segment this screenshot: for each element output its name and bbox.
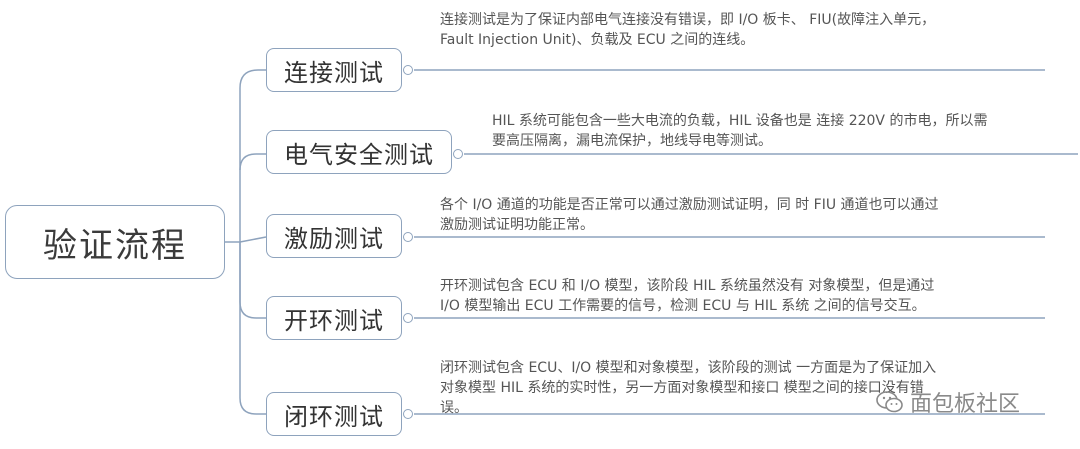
description-line: I/O 模型输出 ECU 工作需要的信号，检测 ECU 与 HIL 系统 之间的… bbox=[440, 298, 926, 314]
node-stimulus-test[interactable]: 激励测试 bbox=[266, 214, 402, 258]
description-line: 激励测试证明功能正常。 bbox=[440, 217, 594, 233]
description-line: 对象模型 HIL 系统的实时性，另一方面对象模型和接口 模型之间的接口没有错 bbox=[440, 380, 924, 396]
root-node[interactable]: 验证流程 bbox=[5, 205, 225, 279]
description-line: 开环测试包含 ECU 和 I/O 模型，该阶段 HIL 系统虽然没有 对象模型，… bbox=[440, 278, 935, 294]
description-open-loop-test: 开环测试包含 ECU 和 I/O 模型，该阶段 HIL 系统虽然没有 对象模型，… bbox=[440, 276, 934, 316]
watermark: 面包板社区 bbox=[876, 386, 1020, 418]
watermark-text: 面包板社区 bbox=[910, 392, 1021, 417]
description-line: Fault Injection Unit)、负载及 ECU 之间的连线。 bbox=[440, 32, 755, 48]
node-open-loop-test[interactable]: 开环测试 bbox=[266, 296, 402, 340]
description-line: HIL 系统可能包含一些大电流的负载，HIL 设备也是 连接 220V 的市电，… bbox=[492, 113, 988, 129]
collapse-handle[interactable] bbox=[403, 232, 413, 242]
description-electrical-safety-test: HIL 系统可能包含一些大电流的负载，HIL 设备也是 连接 220V 的市电，… bbox=[492, 111, 987, 151]
collapse-handle[interactable] bbox=[403, 313, 413, 323]
collapse-handle[interactable] bbox=[453, 149, 463, 159]
node-connection-test[interactable]: 连接测试 bbox=[266, 48, 402, 92]
description-line: 误。 bbox=[440, 400, 468, 416]
collapse-handle[interactable] bbox=[403, 409, 413, 419]
description-line: 各个 I/O 通道的功能是否正常可以通过激励测试证明，同 时 FIU 通道也可以… bbox=[440, 197, 939, 213]
description-line: 闭环测试包含 ECU、I/O 模型和对象模型，该阶段的测试 一方面是为了保证加入 bbox=[440, 360, 937, 376]
collapse-handle[interactable] bbox=[403, 65, 413, 75]
description-stimulus-test: 各个 I/O 通道的功能是否正常可以通过激励测试证明，同 时 FIU 通道也可以… bbox=[440, 195, 939, 235]
description-line: 要高压隔离，漏电流保护，地线导电等测试。 bbox=[492, 133, 772, 149]
description-connection-test: 连接测试是为了保证内部电气连接没有错误，即 I/O 板卡、 FIU(故障注入单元… bbox=[440, 10, 935, 50]
wechat-icon bbox=[876, 391, 904, 413]
node-closed-loop-test[interactable]: 闭环测试 bbox=[266, 392, 402, 436]
node-electrical-safety-test[interactable]: 电气安全测试 bbox=[266, 130, 452, 174]
description-closed-loop-test: 闭环测试包含 ECU、I/O 模型和对象模型，该阶段的测试 一方面是为了保证加入… bbox=[440, 358, 936, 418]
description-line: 连接测试是为了保证内部电气连接没有错误，即 I/O 板卡、 FIU(故障注入单元… bbox=[440, 12, 936, 28]
